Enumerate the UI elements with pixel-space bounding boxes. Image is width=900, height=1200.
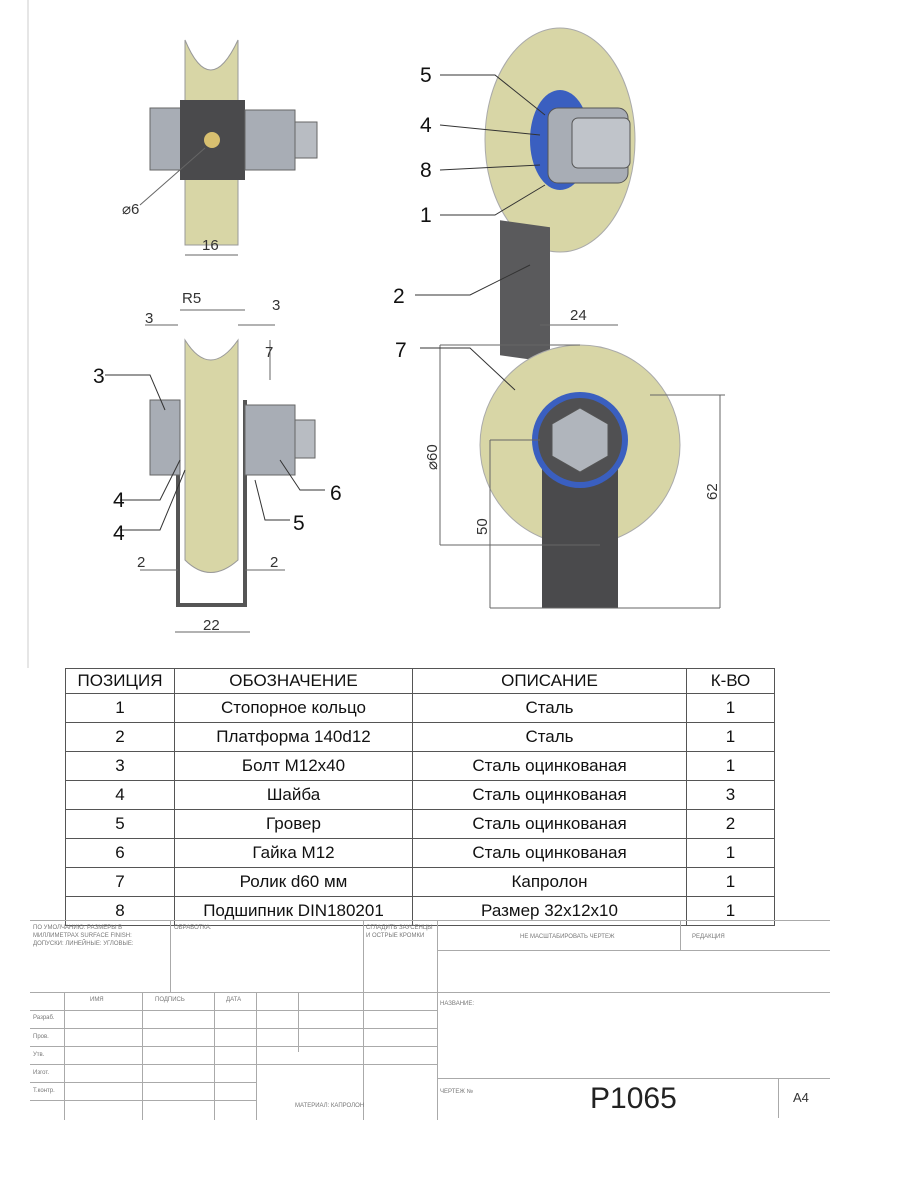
col-signature: ПОДПИСЬ <box>155 997 185 1003</box>
drawing-no-label: ЧЕРТЕЖ № <box>440 1089 474 1095</box>
table-cell: 1 <box>686 751 775 781</box>
table-cell: 7 <box>65 867 175 897</box>
callout-7: 7 <box>395 339 407 362</box>
dim-22: 22 <box>203 617 220 634</box>
iso-view: 5 4 8 1 2 <box>393 27 636 363</box>
grid-line <box>30 1064 437 1065</box>
table-cell: Подшипник DIN180201 <box>174 896 413 926</box>
dim-dia60: ⌀60 <box>424 444 441 470</box>
callout-3: 3 <box>93 365 105 388</box>
header-position: ПОЗИЦИЯ <box>65 668 175 694</box>
name-label: НАЗВАНИЕ: <box>440 1001 475 1007</box>
table-cell: 1 <box>686 838 775 868</box>
table-cell: Ролик d60 мм <box>174 867 413 897</box>
grid-line <box>30 1046 437 1047</box>
table-cell: Сталь оцинкованая <box>412 838 687 868</box>
material-label: МАТЕРИАЛ: КАПРОЛОН <box>295 1103 365 1109</box>
table-header: ПОЗИЦИЯ ОБОЗНАЧЕНИЕ ОПИСАНИЕ К-ВО <box>65 668 775 694</box>
table-cell: 4 <box>65 780 175 810</box>
table-cell: 1 <box>686 867 775 897</box>
dim-16: 16 <box>202 237 219 254</box>
drawing-number: P1065 <box>590 1082 677 1115</box>
side-view: 24 ⌀60 50 62 7 <box>395 307 725 609</box>
grid-line <box>30 1010 437 1011</box>
table-cell: Сталь оцинкованая <box>412 780 687 810</box>
table-cell: 8 <box>65 896 175 926</box>
dim-dia6: ⌀6 <box>122 201 139 218</box>
dim-2-left: 2 <box>137 554 145 571</box>
dim-24: 24 <box>570 307 587 324</box>
table-cell: 1 <box>65 693 175 723</box>
callout-4b: 4 <box>113 522 125 545</box>
deburr-note: СГЛАДИТЬ ЗАУСЕНЦЫ И ОСТРЫЕ КРОМКИ <box>366 925 433 939</box>
table-cell: 2 <box>686 809 775 839</box>
table-cell: Сталь <box>412 693 687 723</box>
table-cell: Размер 32х12х10 <box>412 896 687 926</box>
table-cell: 2 <box>65 722 175 752</box>
callout-1: 1 <box>420 204 432 227</box>
revision-label: РЕДАКЦИЯ <box>692 934 725 940</box>
table-cell: 6 <box>65 838 175 868</box>
table-cell: Болт М12х40 <box>174 751 413 781</box>
role-approver: Утв. <box>33 1052 45 1058</box>
dim-7: 7 <box>265 344 273 361</box>
dim-3-left: 3 <box>145 310 153 327</box>
table-cell: 3 <box>686 780 775 810</box>
role-control: Т.контр. <box>33 1088 55 1094</box>
table-cell: Платформа 140d12 <box>174 722 413 752</box>
dim-62: 62 <box>704 483 721 500</box>
header-designation: ОБОЗНАЧЕНИЕ <box>174 668 413 694</box>
header-qty: К-ВО <box>686 668 775 694</box>
callout-6: 6 <box>330 482 342 505</box>
callout-5: 5 <box>420 64 432 87</box>
role-checker: Пров. <box>33 1034 49 1040</box>
table-cell: 1 <box>686 693 775 723</box>
table-cell: 1 <box>686 722 775 752</box>
dim-2-right: 2 <box>270 554 278 571</box>
table-cell: Шайба <box>174 780 413 810</box>
defaults-note: ПО УМОЛЧАНИЮ: РАЗМЕРЫ В МИЛЛИМЕТРАХ SURF… <box>33 925 134 947</box>
table-cell: Сталь <box>412 722 687 752</box>
dim-r5: R5 <box>182 290 201 307</box>
role-manufacturer: Изгот. <box>33 1070 50 1076</box>
table-cell: Сталь оцинкованая <box>412 809 687 839</box>
finish-label: ОБРАБОТКА: <box>174 925 212 931</box>
role-developer: Разраб. <box>33 1015 55 1021</box>
top-view: ⌀6 16 <box>122 39 318 256</box>
callout-8: 8 <box>420 159 432 182</box>
header-description: ОПИСАНИЕ <box>412 668 687 694</box>
col-date: ДАТА <box>226 997 242 1003</box>
drawing-views: ⌀6 16 5 4 8 1 2 R5 3 3 7 2 2 22 3 4 4 5 … <box>27 0 725 668</box>
table-cell: Гровер <box>174 809 413 839</box>
front-view: R5 3 3 7 2 2 22 3 4 4 5 6 <box>93 290 342 634</box>
table-cell: 3 <box>65 751 175 781</box>
grid-line <box>30 1028 437 1029</box>
table-cell: Капролон <box>412 867 687 897</box>
grid-line <box>30 1082 256 1083</box>
table-cell: 5 <box>65 809 175 839</box>
col-name: ИМЯ <box>90 997 104 1003</box>
callout-4a: 4 <box>113 489 125 512</box>
table-cell: Сталь оцинкованая <box>412 751 687 781</box>
callout-5b: 5 <box>293 512 305 535</box>
callout-2: 2 <box>393 285 405 308</box>
table-cell: Гайка М12 <box>174 838 413 868</box>
dim-50: 50 <box>474 518 491 535</box>
sheet-format: A4 <box>793 1090 809 1105</box>
table-cell: 1 <box>686 896 775 926</box>
table-cell: Стопорное кольцо <box>174 693 413 723</box>
no-scale-note: НЕ МАСШТАБИРОВАТЬ ЧЕРТЕЖ <box>520 934 615 940</box>
callout-4: 4 <box>420 114 432 137</box>
dim-3-right: 3 <box>272 297 280 314</box>
grid-line <box>30 1100 256 1101</box>
